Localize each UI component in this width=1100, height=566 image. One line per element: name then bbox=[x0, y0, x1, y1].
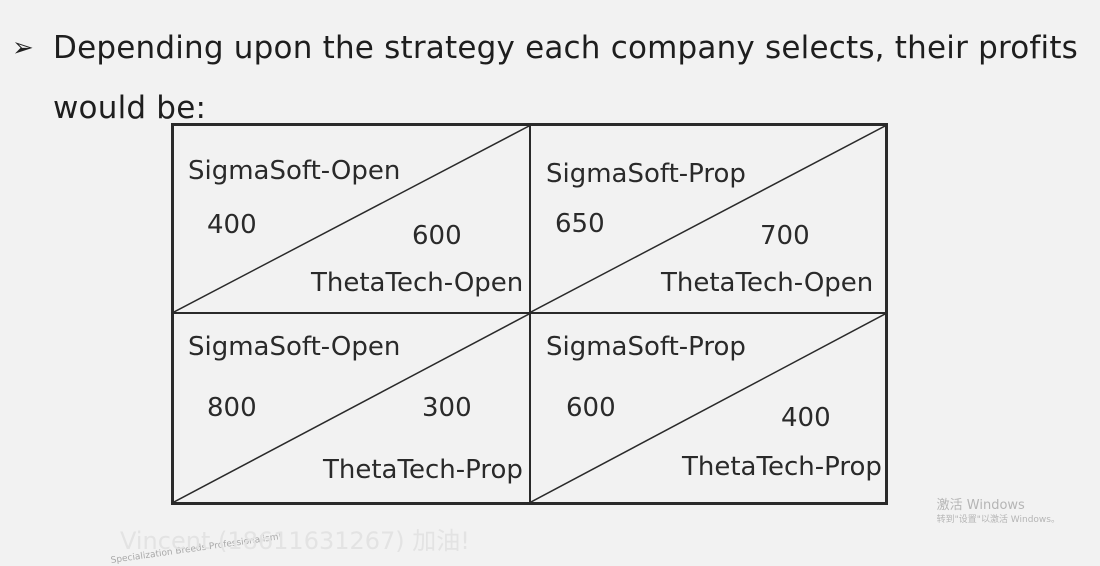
theta-profit: 700 bbox=[760, 221, 810, 251]
watermark-subtitle: 转到"设置"以激活 Windows。 bbox=[936, 515, 1060, 525]
payoff-cell-prop-open: SigmaSoft-Prop 650 700 ThetaTech-Open bbox=[531, 126, 885, 314]
sigma-profit: 400 bbox=[207, 210, 257, 240]
sigma-strategy-label: SigmaSoft-Open bbox=[186, 332, 403, 362]
sigma-profit: 600 bbox=[566, 393, 616, 423]
intro-text: Depending upon the strategy each company… bbox=[53, 30, 1079, 126]
activate-windows-watermark: 激活 Windows 转到"设置"以激活 Windows。 bbox=[937, 498, 1060, 528]
theta-profit: 400 bbox=[781, 403, 831, 433]
theta-strategy-label: ThetaTech-Prop bbox=[680, 452, 884, 482]
theta-strategy-label: ThetaTech-Open bbox=[309, 268, 526, 298]
cell-diagonal bbox=[531, 314, 885, 502]
payoff-cell-open-open: SigmaSoft-Open 400 600 ThetaTech-Open bbox=[174, 126, 531, 314]
bottom-watermark: Vincent (18611631267) 加油! bbox=[120, 527, 470, 555]
watermark-title: 激活 Windows bbox=[936, 498, 1025, 513]
sigma-strategy-label: SigmaSoft-Prop bbox=[544, 332, 748, 362]
cell-diagonal bbox=[174, 314, 529, 502]
theta-profit: 600 bbox=[412, 221, 462, 251]
theta-profit: 300 bbox=[422, 393, 472, 423]
sigma-strategy-label: SigmaSoft-Open bbox=[186, 156, 403, 186]
payoff-cell-prop-prop: SigmaSoft-Prop 600 400 ThetaTech-Prop bbox=[531, 314, 885, 502]
sigma-profit: 650 bbox=[555, 209, 605, 239]
sigma-profit: 800 bbox=[207, 393, 257, 423]
payoff-cell-open-prop: SigmaSoft-Open 800 300 ThetaTech-Prop bbox=[174, 314, 531, 502]
theta-strategy-label: ThetaTech-Open bbox=[659, 268, 876, 298]
cell-diagonal bbox=[531, 126, 885, 312]
theta-strategy-label: ThetaTech-Prop bbox=[321, 455, 525, 485]
cell-diagonal bbox=[174, 126, 529, 312]
payoff-table: SigmaSoft-Open 400 600 ThetaTech-Open Si… bbox=[171, 123, 888, 505]
bullet-arrow-icon: ➢ bbox=[12, 33, 34, 63]
sigma-strategy-label: SigmaSoft-Prop bbox=[544, 159, 748, 189]
